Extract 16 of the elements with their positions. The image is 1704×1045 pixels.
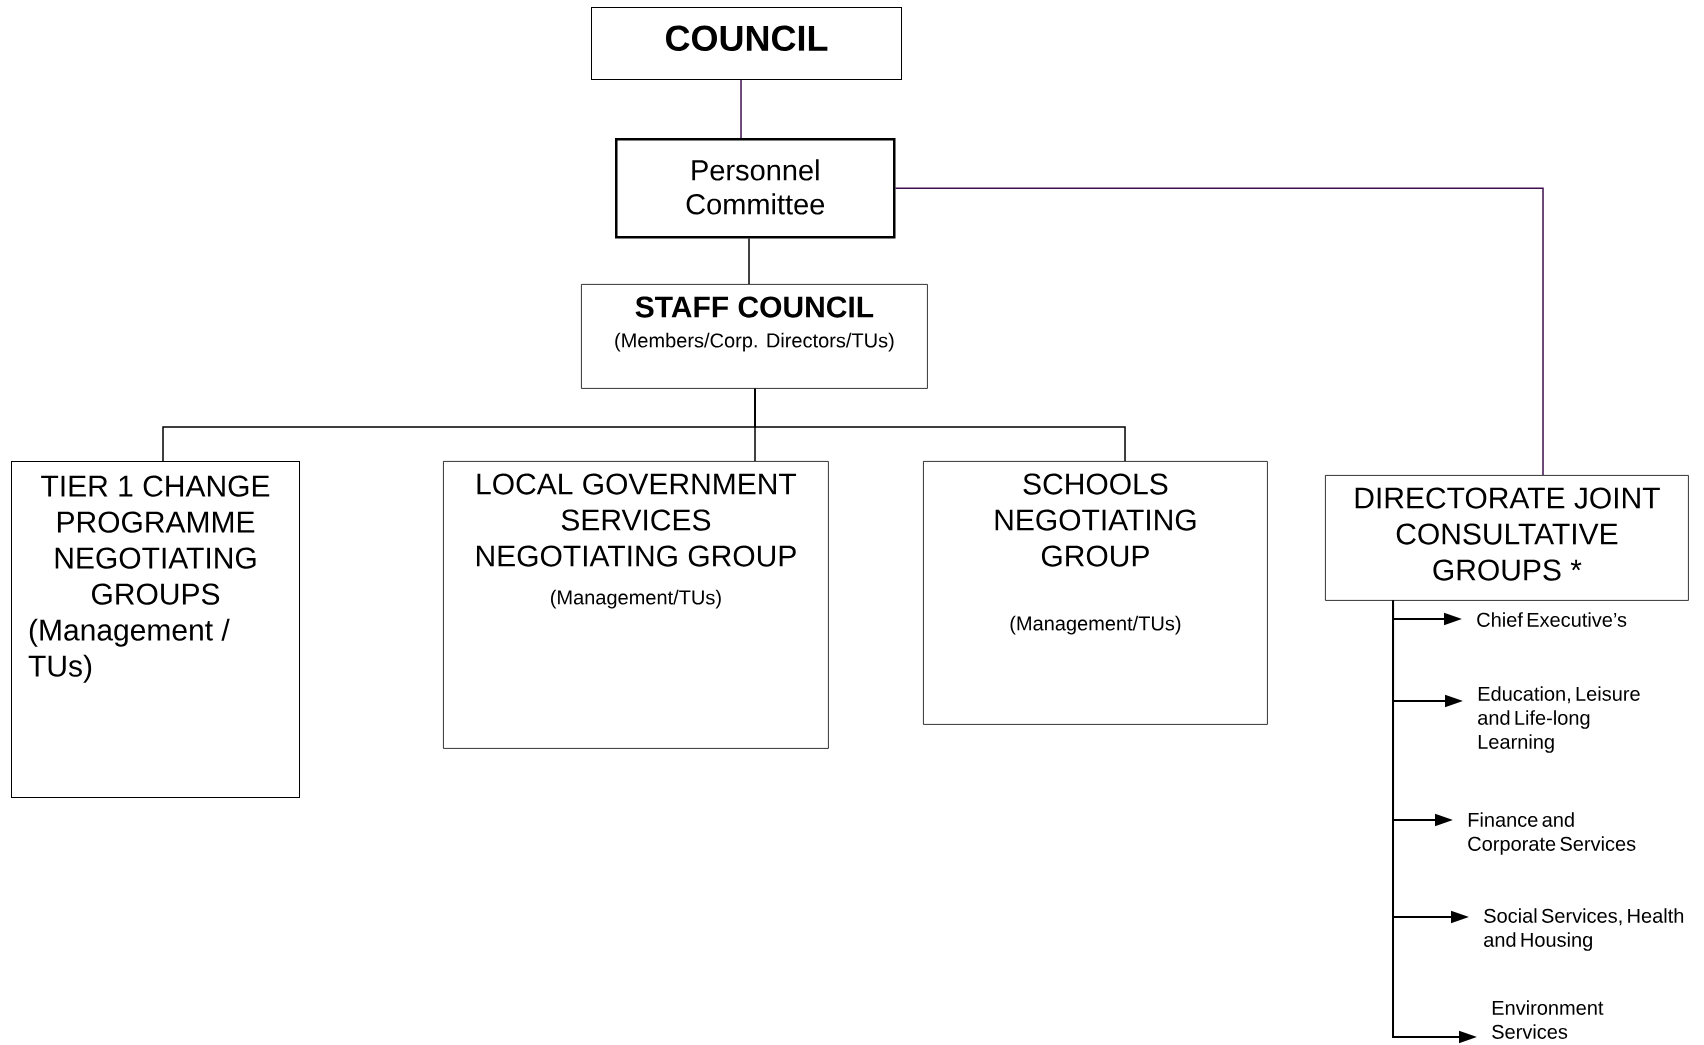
group-box: DIRECTORATE JOINT CONSULTATIVE GROUPS *: [1325, 475, 1689, 601]
connector-line: [754, 388, 1126, 462]
group-box: SCHOOLS NEGOTIATING GROUP (Management/TUs): [923, 461, 1268, 725]
group-label: Social Services, Health and Housing: [1484, 908, 1684, 951]
council-box: STAFF COUNCIL (Members/Corp. Directors/TUs): [581, 284, 928, 389]
group-label: Finance and Corporate Services: [1468, 812, 1636, 855]
group-box: TIER 1 CHANGE PROGRAMME NEGOTIATING GROUPS (Management / TUs): [11, 461, 300, 798]
connector-line: [740, 79, 742, 139]
committee-box: Personnel Committee: [615, 138, 896, 239]
council-box: COUNCIL: [591, 7, 902, 80]
connector-line: [748, 237, 750, 285]
group-label: Environment Services: [1492, 1000, 1604, 1039]
group-label: Education, Leisure and Life-long Learning: [1478, 686, 1640, 753]
group-label: Chief Executive’s: [1477, 612, 1627, 627]
connector-line: [894, 187, 1544, 476]
group-box: LOCAL GOVERNMENT SERVICES NEGOTIATING GROUP (Management/TUs): [443, 461, 829, 749]
